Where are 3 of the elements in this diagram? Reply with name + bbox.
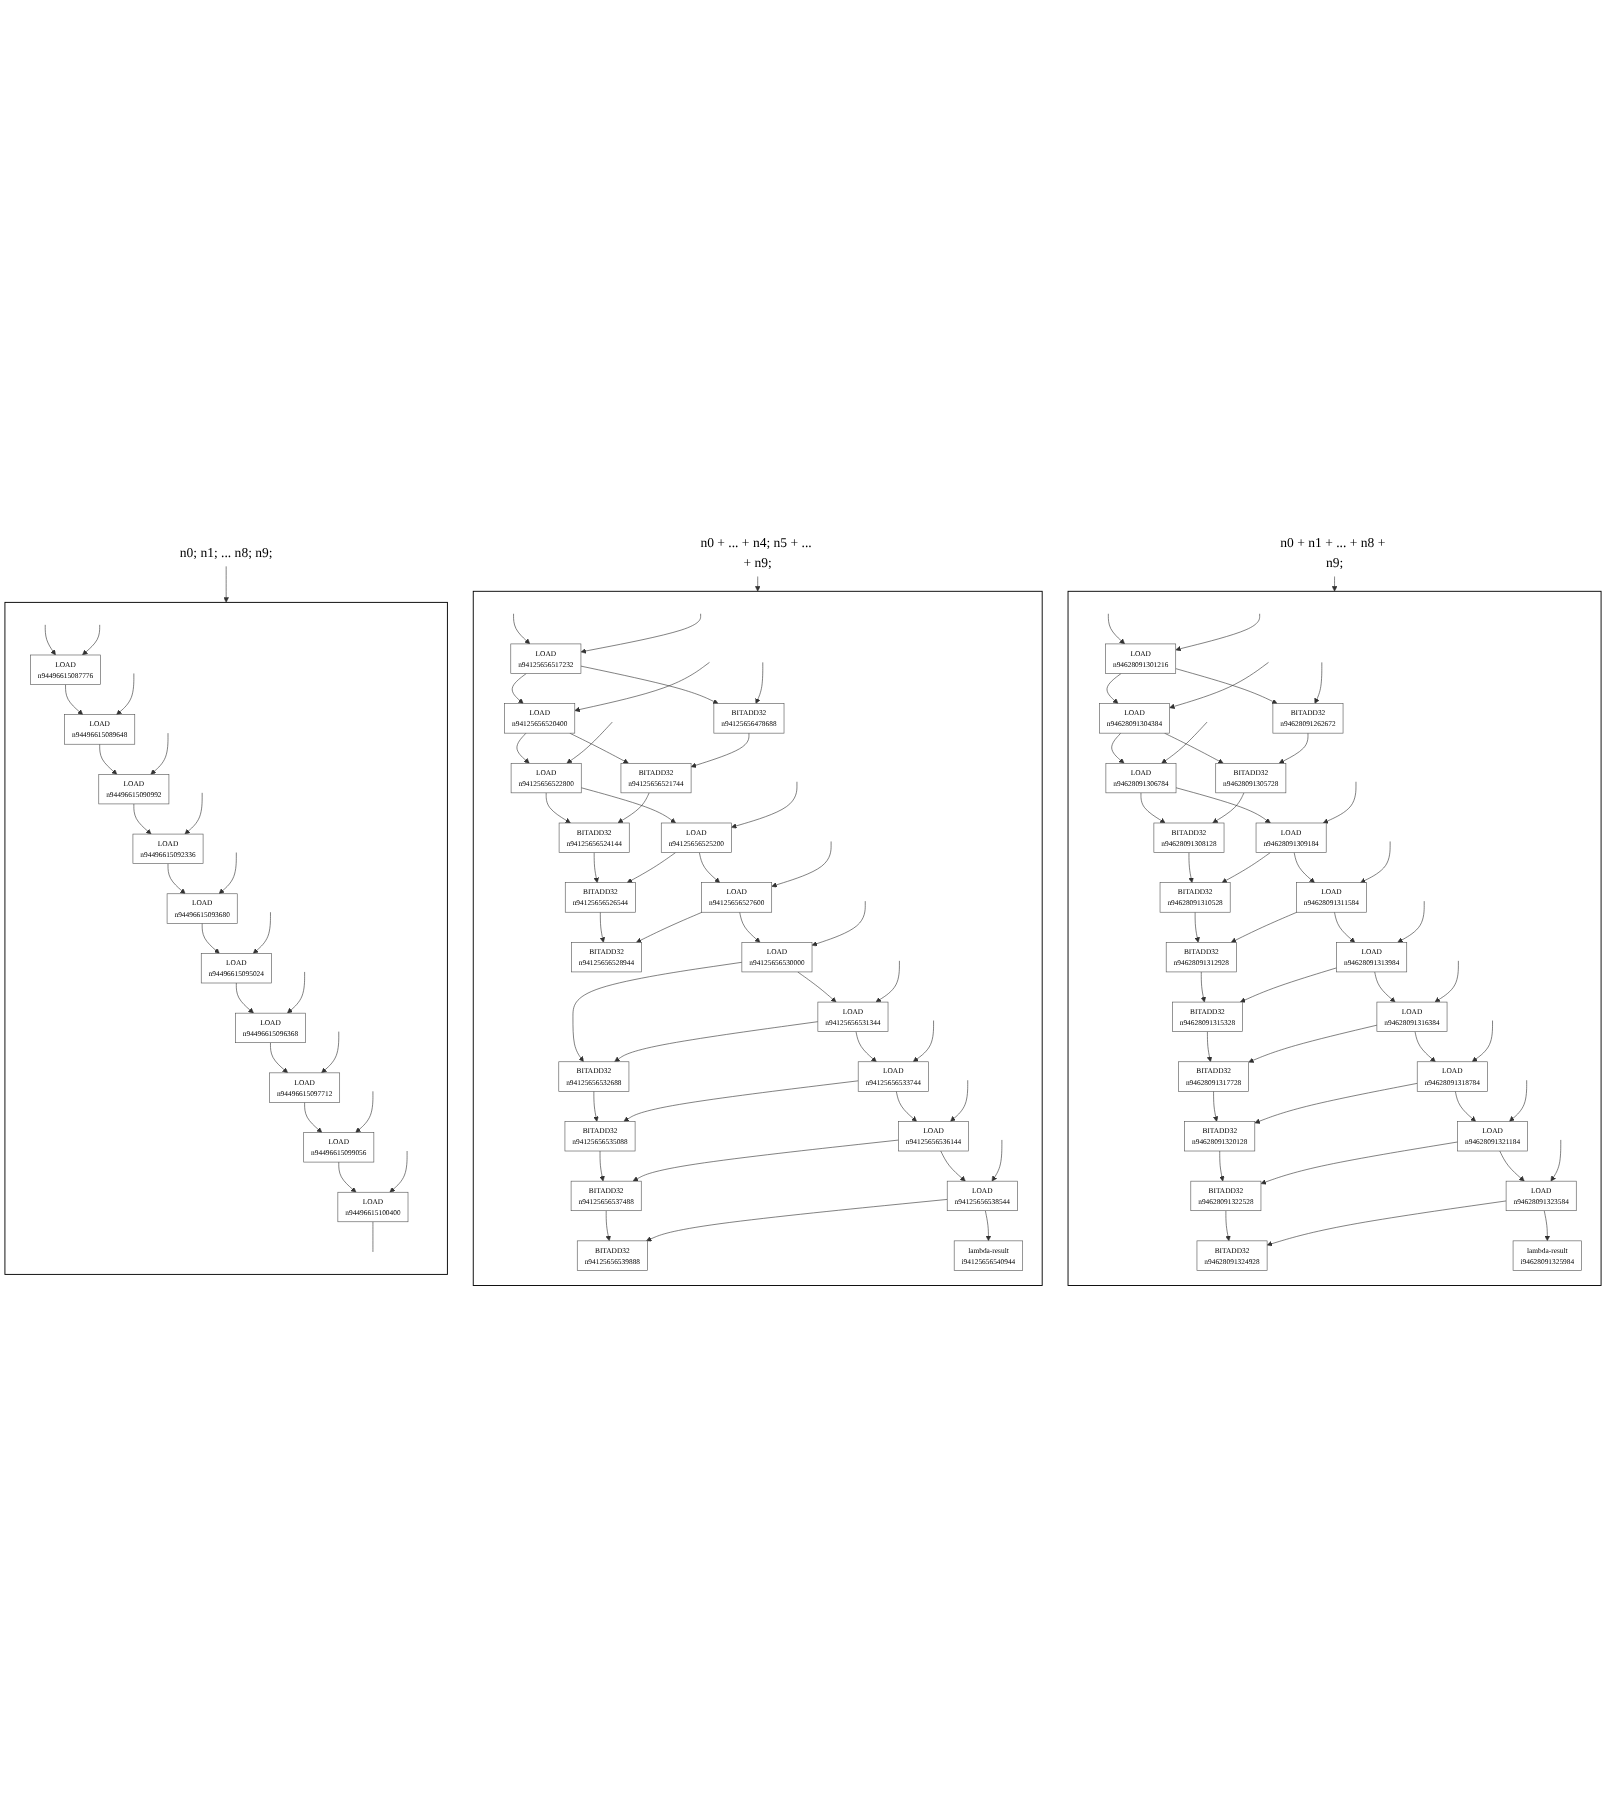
cluster — [1067, 590, 1602, 1286]
cluster — [472, 590, 1043, 1286]
cluster — [4, 601, 448, 1275]
